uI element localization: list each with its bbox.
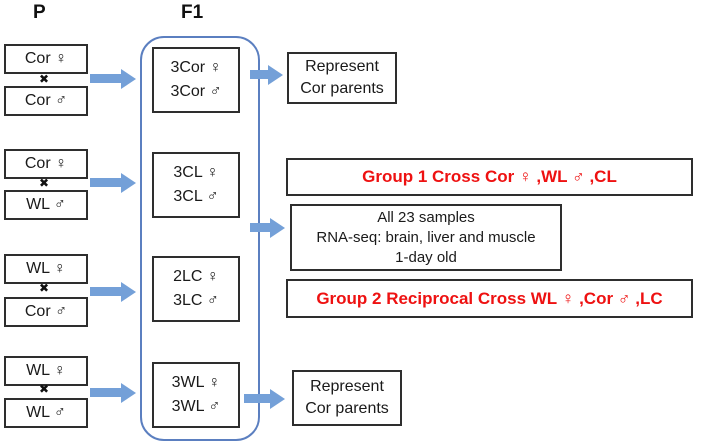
samples-line: RNA-seq: brain, liver and muscle <box>316 228 536 246</box>
samples-line: All 23 samples <box>377 208 475 226</box>
parent-box: WL ♀ <box>4 356 88 386</box>
f1-box-line: 3Cor ♀ <box>170 59 222 76</box>
represent-cor-parents-box-bottom: Represent Cor parents <box>292 370 402 426</box>
cross-symbol: ✖ <box>38 72 50 86</box>
right-arrow-icon <box>244 394 270 403</box>
f1-box-line: 3CL ♀ <box>173 164 219 181</box>
column-header-f1: F1 <box>181 2 204 23</box>
f1-box-line: 3LC ♂ <box>173 292 219 309</box>
right-arrow-icon <box>250 70 268 79</box>
right-arrow-icon <box>90 74 121 83</box>
cross-symbol: ✖ <box>38 382 50 396</box>
samples-line: 1-day old <box>395 248 457 266</box>
parent-box: WL ♀ <box>4 254 88 284</box>
f1-box: 2LC ♀ 3LC ♂ <box>152 256 240 322</box>
represent-cor-parents-box-top: Represent Cor parents <box>287 52 397 104</box>
right-arrow-icon <box>90 178 121 187</box>
f1-box-line: 2LC ♀ <box>173 268 219 285</box>
parent-box: Cor ♂ <box>4 86 88 116</box>
f1-box-line: 3WL ♀ <box>171 374 221 391</box>
f1-box: 3Cor ♀ 3Cor ♂ <box>152 47 240 113</box>
f1-box: 3CL ♀ 3CL ♂ <box>152 152 240 218</box>
f1-group-container <box>140 36 260 441</box>
right-arrow-icon <box>250 223 270 232</box>
right-arrow-icon <box>90 388 121 397</box>
f1-box: 3WL ♀ 3WL ♂ <box>152 362 240 428</box>
f1-box-line: 3CL ♂ <box>173 188 219 205</box>
result-line: Represent <box>310 378 384 395</box>
f1-box-line: 3Cor ♂ <box>170 83 222 100</box>
parent-box: Cor ♀ <box>4 44 88 74</box>
right-arrow-icon <box>90 287 121 296</box>
parent-box: Cor ♂ <box>4 297 88 327</box>
result-line: Cor parents <box>305 400 389 417</box>
result-line: Cor parents <box>300 80 384 97</box>
group1-label-box: Group 1 Cross Cor ♀ ,WL ♂ ,CL <box>286 158 693 196</box>
cross-symbol: ✖ <box>38 281 50 295</box>
f1-box-line: 3WL ♂ <box>171 398 221 415</box>
samples-info-box: All 23 samples RNA-seq: brain, liver and… <box>290 204 562 271</box>
result-line: Represent <box>305 58 379 75</box>
group2-label-box: Group 2 Reciprocal Cross WL ♀ ,Cor ♂ ,LC <box>286 279 693 318</box>
column-header-p: P <box>33 2 46 23</box>
parent-box: Cor ♀ <box>4 149 88 179</box>
cross-symbol: ✖ <box>38 176 50 190</box>
parent-box: WL ♂ <box>4 190 88 220</box>
parent-box: WL ♂ <box>4 398 88 428</box>
